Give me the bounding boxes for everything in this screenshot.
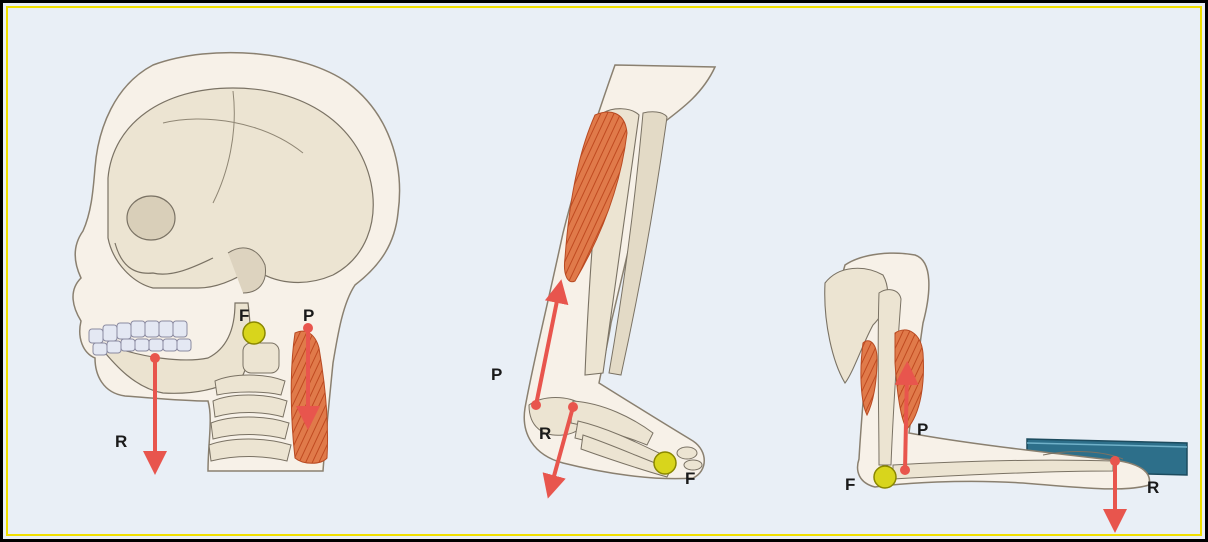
foot-fulcrum-point [654, 452, 676, 474]
foot-ankle-panel: P R F [491, 65, 715, 488]
head-effort-label: P [303, 306, 314, 325]
arm-fulcrum-point [874, 466, 896, 488]
head-fulcrum-point [243, 322, 265, 344]
head-resistance-label: R [115, 432, 127, 451]
foot-fulcrum-label: F [685, 469, 695, 488]
arm-elbow-panel: P F R [825, 253, 1187, 521]
arm-resistance-label: R [1147, 478, 1159, 497]
arm-effort-arrow [905, 373, 907, 470]
arm-effort-label: P [917, 420, 928, 439]
foot-resistance-label: R [539, 424, 551, 443]
head-fulcrum-label: F [239, 306, 249, 325]
arm-fulcrum-label: F [845, 475, 855, 494]
lever-diagram: P F R P R F [3, 3, 1208, 542]
eye-socket [127, 196, 175, 240]
head-neck-panel: P F R [73, 53, 400, 471]
foot-effort-label: P [491, 365, 502, 384]
